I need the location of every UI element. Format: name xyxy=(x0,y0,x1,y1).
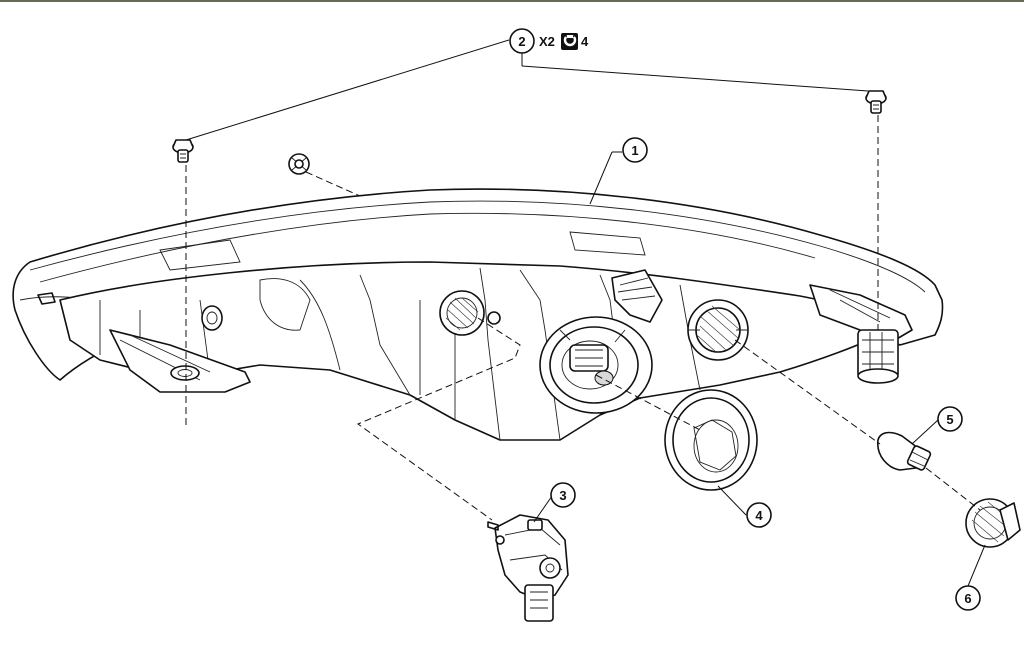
svg-text:2: 2 xyxy=(518,34,525,49)
headlamp-housing xyxy=(12,188,944,441)
svg-text:3: 3 xyxy=(559,488,566,503)
svg-text:1: 1 xyxy=(631,143,638,158)
torque-value-text: 4 xyxy=(581,34,589,49)
svg-text:6: 6 xyxy=(964,591,971,606)
assembly-lines xyxy=(185,115,981,521)
quantity-text: X2 xyxy=(539,34,555,49)
callout-1: 1 xyxy=(622,137,648,163)
callout-6: 6 xyxy=(955,585,981,611)
screw-right xyxy=(865,90,887,114)
callout-2: 2 xyxy=(509,28,535,54)
fastener-quantity-note: X2 4 xyxy=(539,33,589,50)
svg-text:5: 5 xyxy=(946,412,953,427)
callout-4: 4 xyxy=(746,502,772,528)
callout-3: 3 xyxy=(550,482,576,508)
screw-left xyxy=(172,139,194,163)
leader-lines xyxy=(185,39,986,587)
frame-top-border xyxy=(0,0,1024,2)
torque-wrench-icon xyxy=(561,33,578,50)
bulb xyxy=(877,431,932,471)
dust-cover xyxy=(664,389,758,491)
svg-text:4: 4 xyxy=(755,508,763,523)
callout-5: 5 xyxy=(937,406,963,432)
clip-fastener xyxy=(288,153,310,175)
levelling-motor xyxy=(487,514,569,622)
bulb-holder xyxy=(965,498,1021,548)
